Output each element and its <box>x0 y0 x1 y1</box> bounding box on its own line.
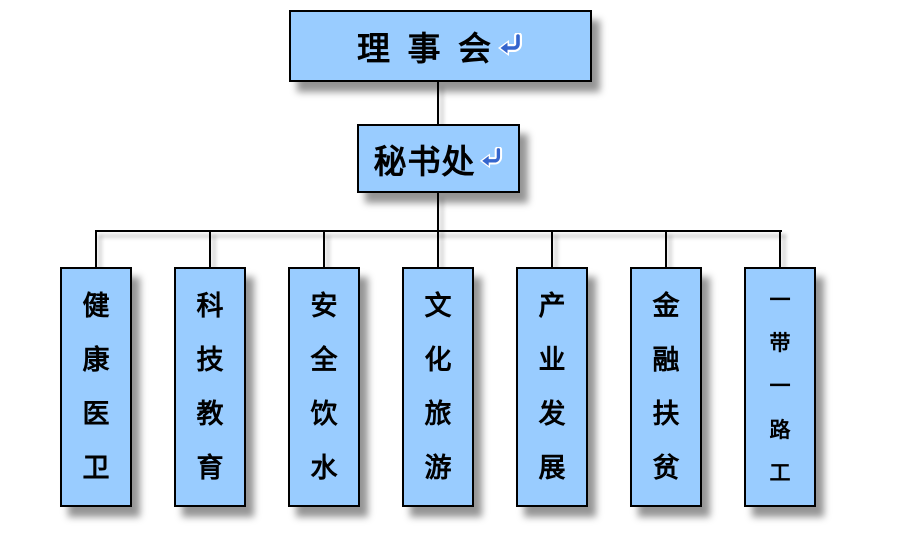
dept-label-char: 游 <box>424 452 452 484</box>
dept-label-char: 一 <box>769 288 791 313</box>
dept-label: 健康医卫 <box>62 269 130 505</box>
dept-label: 文化旅游 <box>404 269 472 505</box>
dept-label-char: 扶 <box>652 398 680 430</box>
dept-label-char: 展 <box>538 452 566 484</box>
dept-label-char: 水 <box>310 452 338 484</box>
connector-secretariat-branch <box>437 193 439 232</box>
secretariat-label: 秘书处 <box>373 141 476 181</box>
dept-label-char: 金 <box>652 290 680 322</box>
dept-label-char: 发 <box>538 398 566 430</box>
dept-label-char: 工 <box>769 460 791 485</box>
connector-root-secretariat <box>437 82 439 124</box>
connector-drop-3 <box>323 230 325 268</box>
dept-label-char: 健 <box>82 290 110 322</box>
dept-label-char: 融 <box>652 344 680 376</box>
connector-drop-7 <box>779 230 781 268</box>
dept-label-char: 带 <box>769 331 791 356</box>
dept-label: 产业发展 <box>518 269 586 505</box>
return-mark-icon <box>497 33 522 56</box>
dept-label-char: 产 <box>538 290 566 322</box>
dept-label-char: 技 <box>196 344 224 376</box>
dept-label-char: 康 <box>82 344 110 376</box>
org-node-dept-science-education[interactable]: 科技教育 <box>174 267 246 507</box>
connector-drop-6 <box>665 230 667 268</box>
dept-label-char: 育 <box>196 452 224 484</box>
dept-label: 一带一路工 <box>746 269 814 505</box>
dept-label-char: 文 <box>424 290 452 322</box>
board-label: 理 事 会 <box>357 29 494 68</box>
dept-label-char: 贫 <box>652 452 680 484</box>
dept-label: 安全饮水 <box>290 269 358 505</box>
org-node-secretariat[interactable]: 秘书处 <box>357 124 520 193</box>
org-node-dept-safe-water[interactable]: 安全饮水 <box>288 267 360 507</box>
dept-label-char: 化 <box>424 344 452 376</box>
dept-label: 金融扶贫 <box>632 269 700 505</box>
org-node-dept-culture-tourism[interactable]: 文化旅游 <box>402 267 474 507</box>
dept-label-char: 卫 <box>82 452 110 484</box>
org-node-board[interactable]: 理 事 会 <box>289 10 592 82</box>
connector-drop-2 <box>209 230 211 268</box>
org-node-dept-belt-road[interactable]: 一带一路工 <box>744 267 816 507</box>
dept-label-char: 旅 <box>424 398 452 430</box>
org-node-dept-industry-development[interactable]: 产业发展 <box>516 267 588 507</box>
dept-label-char: 路 <box>769 417 791 442</box>
dept-label-char: 医 <box>82 398 110 430</box>
dept-label-char: 安 <box>310 290 338 322</box>
dept-label-char: 全 <box>310 344 338 376</box>
dept-label-char: 业 <box>538 344 566 376</box>
connector-drop-5 <box>551 230 553 268</box>
connector-drop-1 <box>95 230 97 268</box>
dept-label-char: 一 <box>769 374 791 399</box>
dept-label-char: 饮 <box>310 398 338 430</box>
org-node-dept-health-medical[interactable]: 健康医卫 <box>60 267 132 507</box>
org-node-dept-finance-poverty[interactable]: 金融扶贫 <box>630 267 702 507</box>
dept-label-char: 科 <box>196 290 224 322</box>
dept-label: 科技教育 <box>176 269 244 505</box>
return-mark-icon <box>479 146 502 168</box>
dept-label-char: 教 <box>196 398 224 430</box>
connector-drop-4 <box>437 230 439 268</box>
